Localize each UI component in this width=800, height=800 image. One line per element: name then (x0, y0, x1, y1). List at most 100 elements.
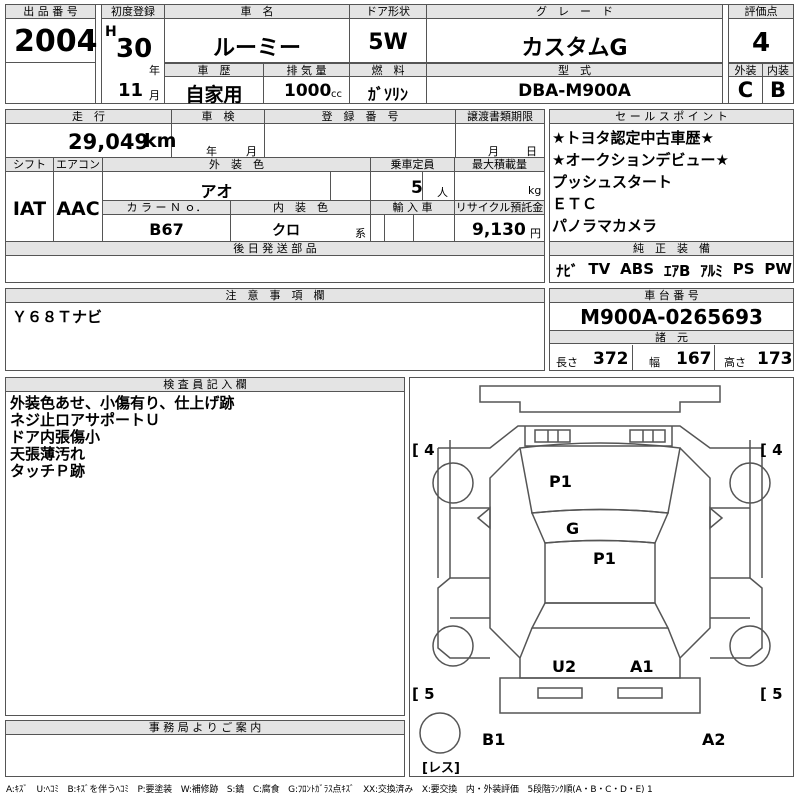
year-value: 30 (116, 34, 153, 64)
exterior-header: 外装 (729, 63, 762, 77)
lot-no-header: 出 品 番 号 (6, 5, 95, 19)
office-notes-box (5, 720, 405, 777)
transfer-deadline-header: 譲渡書類期限 (456, 110, 544, 124)
damage-mark-hood: P1 (549, 472, 572, 491)
sales-points-header: セ ー ル ス ポ イ ン ト (550, 110, 793, 124)
capacity-header: 乗車定員 (371, 158, 454, 172)
aircon-value: AAC (56, 198, 100, 220)
transfer-month-unit: 月 (488, 145, 499, 158)
sales-point-item: ★トヨタ認定中古車歴★ (552, 129, 714, 147)
recycle-header: リサイクル預託金 (455, 201, 544, 215)
inspector-notes-list: 外装色あせ、小傷有り、仕上げ跡 ネジ止ロアサポートＵ ドア内張傷小 天張薄汚れ … (10, 395, 400, 480)
sales-point-item: ＥＴＣ (552, 195, 598, 213)
int-color-suffix: 系 (355, 227, 366, 240)
reg-no-header: 登 録 番 号 (265, 110, 455, 124)
damage-mark-rear-left: U2 (552, 657, 577, 676)
import-header: 輸 入 車 (371, 201, 454, 215)
displacement-unit: cc (331, 89, 342, 100)
genuine-equipment-list: ﾅﾋﾞ TV ABS ｴｱB ｱﾙﾐ PS PW (556, 260, 792, 281)
inspection-header: 車 検 (172, 110, 264, 124)
tire-rear-right: [ 5 (760, 685, 783, 703)
history-value: 自家用 (185, 84, 243, 106)
interior-header: 内装 (763, 63, 793, 77)
dimensions-header: 諸 元 (550, 330, 793, 344)
equipment-item: ﾅﾋﾞ (556, 262, 579, 280)
spare-tire-label: [レス] (422, 761, 460, 776)
model-code-header: 型 式 (427, 63, 722, 77)
width-label: 幅 (649, 356, 660, 369)
caution-header: 注 意 事 項 欄 (6, 289, 544, 303)
displacement-header: 排 気 量 (264, 63, 349, 77)
interior-score-value: B (769, 78, 786, 102)
transfer-day-unit: 日 (526, 145, 537, 158)
top-info-table (5, 4, 794, 104)
damage-mark-rear-right: A1 (630, 657, 654, 676)
car-name-header: 車 名 (165, 5, 349, 19)
fuel-header: 燃 料 (350, 63, 426, 77)
history-header: 車 歴 (165, 63, 263, 77)
equipment-item: PW (764, 260, 792, 278)
grade-header: グ レ ー ド (427, 5, 722, 19)
year-unit: 年 (149, 64, 160, 77)
lot-no-value: 2004 (14, 24, 98, 59)
tire-front-left: [ 4 (412, 441, 435, 459)
door-header: ドア形状 (350, 5, 426, 19)
sales-points-list: ★トヨタ認定中古車歴★ ★オークションデビュー★ プッシュスタート ＥＴＣ パノ… (552, 127, 792, 237)
max-load-header: 最大積載量 (455, 158, 544, 172)
sales-point-item: プッシュスタート (552, 173, 673, 191)
era-value: H (105, 24, 117, 40)
displacement-value: 1000 (284, 81, 332, 101)
damage-mark-bumper-right: A2 (702, 730, 726, 749)
sales-point-item: ★オークションデビュー★ (552, 151, 729, 169)
length-value: 372 (593, 349, 629, 369)
exterior-score-value: C (737, 78, 754, 102)
color-no-value: B67 (149, 220, 184, 239)
detail-table (5, 109, 545, 283)
sales-points-box (549, 109, 794, 283)
inspector-notes-box (5, 377, 405, 716)
length-label: 長さ (556, 356, 578, 369)
ext-color-header: 外 装 色 (103, 158, 370, 172)
mileage-value: 29,049 (68, 130, 150, 154)
height-label: 高さ (724, 356, 746, 369)
capacity-value: 5 (411, 178, 423, 198)
genuine-equipment-header: 純 正 装 備 (550, 242, 793, 256)
shift-value: IAT (12, 198, 47, 220)
width-value: 167 (676, 349, 712, 369)
height-value: 173 (757, 349, 793, 369)
equipment-item: PS (732, 260, 755, 278)
inspector-notes-header: 検 査 員 記 入 欄 (6, 378, 404, 392)
damage-diagram-box: [ 4 [ 4 [ 5 [ 5 P1 G P1 U2 A1 B1 A2 [レス] (409, 377, 794, 777)
caution-box (5, 288, 545, 371)
door-value: 5W (368, 30, 408, 55)
score-value: 4 (751, 28, 771, 58)
chassis-no-value: M900A-0265693 (580, 305, 763, 329)
inspection-month-unit: 月 (246, 145, 257, 158)
mileage-header: 走 行 (6, 110, 171, 124)
inspection-year-unit: 年 (206, 145, 217, 158)
month-unit: 月 (149, 89, 160, 102)
car-name-value: ルーミー (212, 36, 301, 61)
chassis-no-header: 車 台 番 号 (550, 289, 793, 303)
damage-mark-windshield: G (566, 519, 580, 538)
inspector-note: 外装色あせ、小傷有り、仕上げ跡 (10, 394, 235, 412)
recycle-unit: 円 (530, 227, 541, 240)
caution-text: Ｙ６８Ｔナビ (12, 308, 103, 326)
sales-point-item: パノラマカメラ (552, 217, 658, 235)
first-reg-header: 初度登録 (102, 5, 164, 19)
legend-text: A:ｷｽﾞ U:ﾍｺﾐ B:ｷｽﾞを伴うﾍｺﾐ P:要塗装 W:補修跡 S:錆 … (6, 785, 653, 795)
score-header: 評価点 (729, 5, 793, 19)
mileage-unit: km (144, 130, 177, 152)
car-diagram (419, 385, 771, 754)
aircon-header: エアコン (54, 158, 102, 172)
inspector-note: ネジ止ロアサポートＵ (10, 411, 161, 429)
damage-mark-roof: P1 (593, 549, 616, 568)
equipment-item: ABS (620, 260, 655, 278)
tire-rear-left: [ 5 (412, 685, 435, 703)
inspector-note: 天張薄汚れ (10, 445, 86, 463)
color-no-header: カ ラ ー Ｎ ｏ． (103, 201, 230, 215)
damage-mark-bumper-left: B1 (482, 730, 506, 749)
tire-front-right: [ 4 (760, 441, 783, 459)
ext-color-value: アオ (200, 182, 233, 201)
equipment-item: TV (588, 260, 611, 278)
